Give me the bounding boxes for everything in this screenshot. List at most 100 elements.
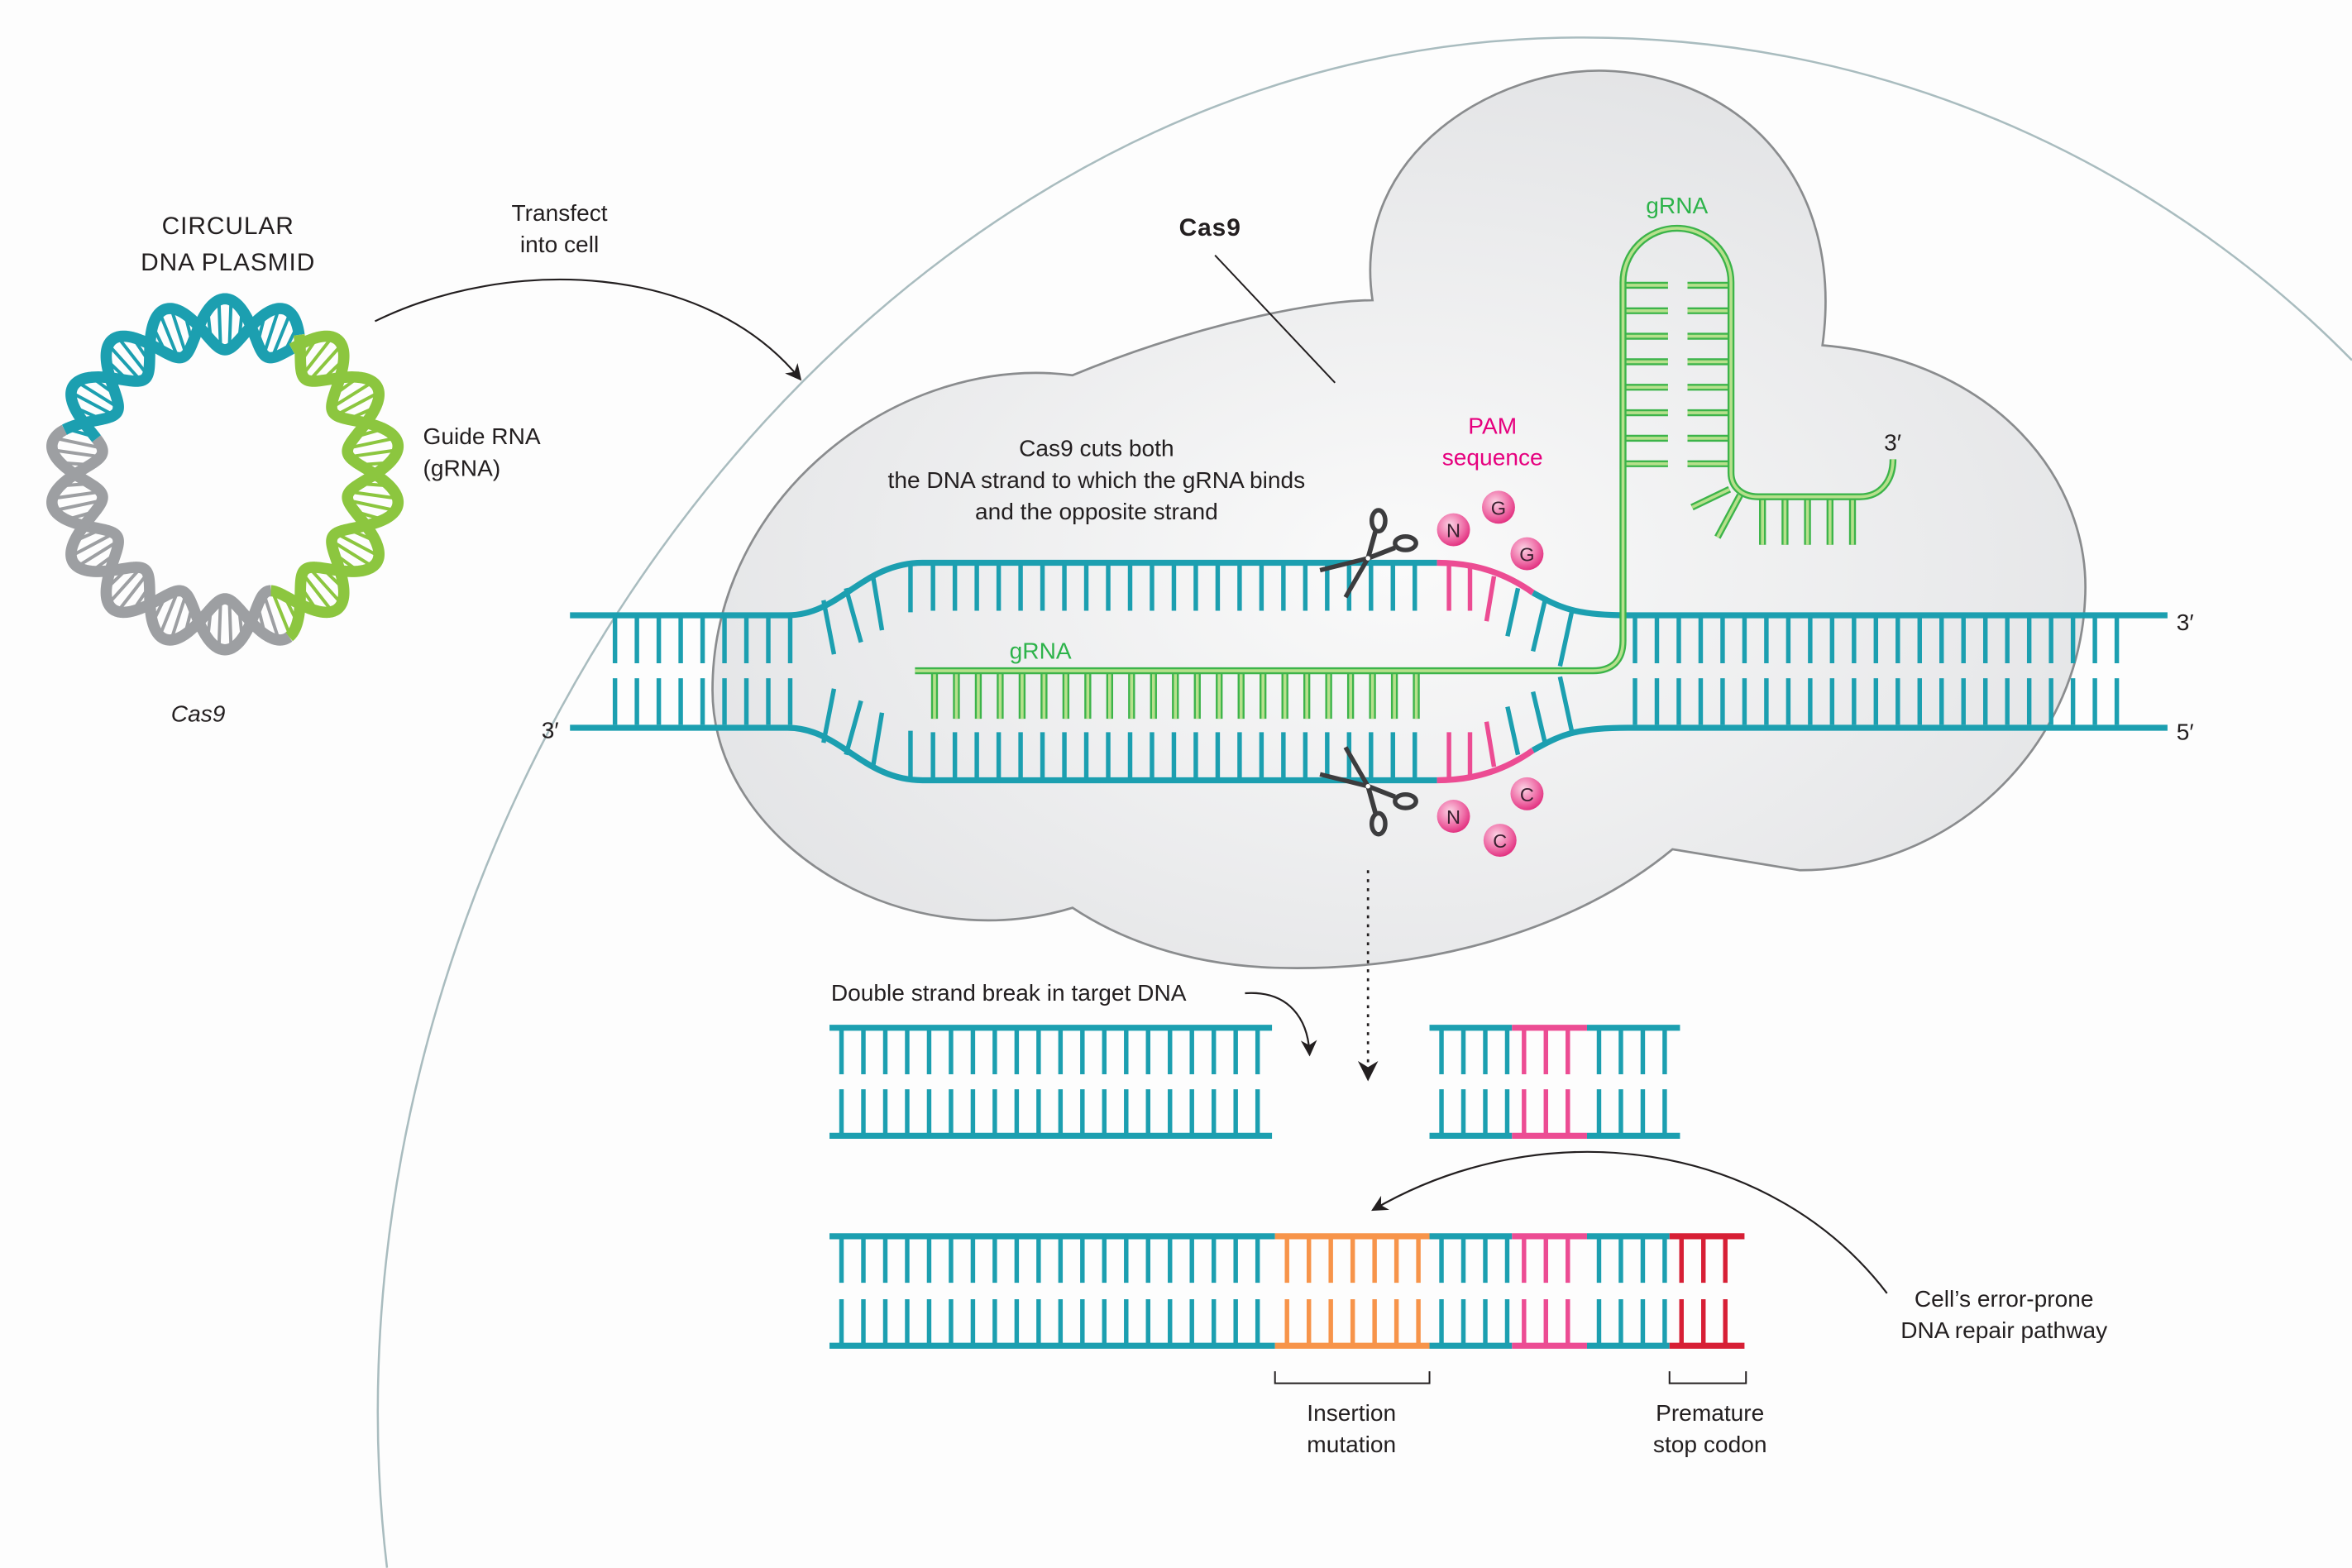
plasmid-base-pair — [347, 436, 396, 450]
base-pair-rung — [1557, 610, 1575, 667]
grna-tail-base — [1716, 494, 1742, 538]
plasmid-base-pair — [270, 312, 292, 359]
pam-base-label: N — [1446, 806, 1460, 828]
plasmid-base-pair — [217, 600, 222, 649]
plasmid-base-pair — [262, 593, 281, 641]
pam-label: sequence — [1442, 445, 1543, 471]
base-pair-rung — [870, 576, 885, 631]
plasmid-base-pair — [54, 499, 103, 513]
base-pair-rung — [1505, 706, 1521, 756]
plasmid-base-pair — [70, 532, 115, 558]
plasmid-base-pair — [347, 499, 396, 513]
scissors-blade — [1343, 746, 1370, 788]
strand-end-label: 5′ — [2177, 719, 2194, 744]
scissors-handle — [1365, 785, 1379, 815]
base-pair-rung — [844, 700, 863, 756]
scissors-icon — [1319, 508, 1418, 599]
plasmid-strand — [288, 330, 404, 480]
dna-top-strand — [570, 559, 1437, 619]
guide-rna-label: (gRNA) — [423, 455, 500, 480]
base-pair-rung — [821, 688, 837, 743]
plasmid-base-pair — [52, 448, 101, 459]
plasmid-base-pair — [76, 539, 120, 568]
plasmid-base-pair — [70, 390, 115, 417]
cas9-pointer-line — [1214, 254, 1336, 384]
base-pair-rung — [844, 587, 863, 643]
scissors-handle — [1367, 784, 1396, 800]
base-pair-rung — [1531, 691, 1547, 743]
stop-codon-label: stop codon — [1653, 1432, 1767, 1457]
plasmid-base-pair — [170, 308, 188, 356]
grna-bound-label: gRNA — [1010, 638, 1072, 664]
plasmid-base-pair — [301, 336, 334, 376]
plasmid-base-pair — [116, 572, 150, 613]
insertion-label: mutation — [1307, 1432, 1396, 1457]
pam-base — [1483, 824, 1517, 857]
plasmid-strand — [46, 434, 275, 656]
plasmid-base-pair — [76, 380, 120, 409]
scissors-group — [1319, 508, 1418, 837]
plasmid-base-pair — [330, 380, 374, 409]
guide-rna — [915, 224, 1897, 719]
pam-base — [1510, 777, 1544, 810]
plasmid-base-pair — [301, 572, 334, 613]
plasmid-base-pair — [262, 308, 281, 356]
plasmid-base-pair — [52, 490, 101, 500]
base-pair-rung — [1505, 587, 1521, 637]
pam-base — [1482, 490, 1515, 524]
strand-end-label: 3′ — [2177, 610, 2194, 635]
plasmid-strand — [60, 293, 296, 435]
pam-base-label: N — [1446, 520, 1460, 542]
plasmid-base-pair — [217, 299, 222, 349]
plasmid-strand — [46, 424, 294, 646]
pam-base-label: C — [1520, 784, 1534, 806]
scissors-icon — [1319, 746, 1418, 837]
plasmid-base-pair — [335, 532, 380, 558]
pam-base — [1510, 537, 1544, 571]
pam-base-label: G — [1519, 544, 1534, 566]
base-pair-rung — [870, 712, 885, 767]
dna-bottom-strand — [1531, 724, 2168, 753]
plasmid-base-pair — [349, 448, 398, 459]
plasmid-title: CIRCULAR — [162, 213, 294, 240]
plasmid-base-pair — [227, 600, 233, 649]
plasmid-base-pair — [107, 343, 142, 382]
scissors-handle — [1367, 545, 1396, 561]
cas9-cut-text: Cas9 cuts both — [1019, 436, 1174, 461]
insertion-label: Insertion — [1307, 1400, 1396, 1426]
pam-label: PAM — [1468, 413, 1517, 438]
guide-rna-label: Guide RNA — [423, 423, 540, 449]
target-dna — [570, 559, 2168, 784]
plasmid-base-pair — [170, 593, 188, 641]
break-label: Double strand break in target DNA — [831, 980, 1187, 1006]
grna-3prime-label: 3′ — [1884, 429, 1901, 455]
plasmid-title: DNA PLASMID — [141, 249, 315, 276]
pam-bottom: N C C — [1437, 777, 1544, 857]
transfect-arrow — [374, 278, 802, 381]
break-arrow — [1245, 992, 1317, 1057]
cas9-protein — [711, 69, 2087, 969]
pam-bottom-strand — [1437, 748, 1535, 784]
plasmid-strand — [266, 469, 404, 619]
plasmid-base-pair — [107, 566, 142, 605]
repair-arrow — [1371, 1150, 1888, 1294]
transfect-label: into cell — [520, 232, 599, 257]
scissors-blade — [1319, 772, 1369, 789]
repair-dna — [829, 1025, 1745, 1349]
stop-codon-label: Premature — [1656, 1400, 1764, 1426]
plasmid-base-pair — [335, 390, 380, 417]
cas9-cut-text: the DNA strand to which the gRNA binds — [888, 467, 1306, 493]
pam-base — [1437, 800, 1470, 833]
plasmid-base-pair — [54, 436, 103, 450]
scissors-ring — [1369, 508, 1388, 534]
plasmid-strand — [293, 331, 385, 480]
plasmid-base-pair — [308, 566, 343, 605]
plasmid-base-pair — [349, 490, 398, 500]
insertion-bracket — [1274, 1371, 1431, 1384]
pam-rung — [1484, 576, 1497, 622]
plasmid-base-pair — [227, 299, 233, 349]
plasmid-base-pair — [158, 312, 179, 359]
pam-base — [1437, 513, 1470, 547]
plasmid-base-pair — [308, 343, 343, 382]
